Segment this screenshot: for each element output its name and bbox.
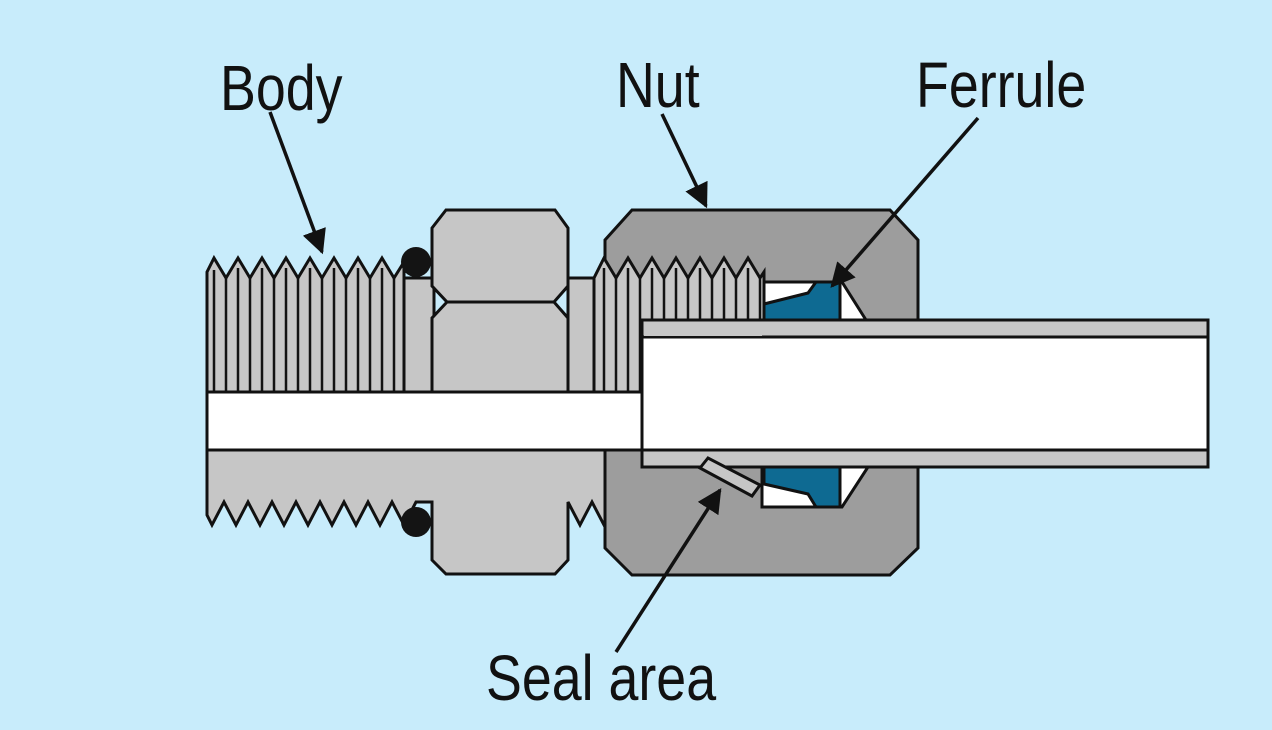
body-leader-arrow <box>268 111 326 255</box>
body-hex-top <box>430 208 570 304</box>
label-nut: Nut <box>616 49 700 122</box>
label-body: Body <box>220 52 343 125</box>
o-ring <box>401 247 431 537</box>
body-collar-left <box>402 276 436 394</box>
ferrule-leader-arrow <box>830 116 980 288</box>
body-left-thread <box>205 254 406 394</box>
seal-area-mark <box>697 456 763 498</box>
tube-bore <box>640 335 1210 452</box>
label-seal-area: Seal area <box>486 642 716 715</box>
body-hex-bottom <box>430 300 570 394</box>
body-collar-right <box>566 276 596 394</box>
seal-area-leader-arrow <box>614 487 722 653</box>
nut-leader-arrow <box>660 113 708 209</box>
o-ring-upper <box>401 247 431 277</box>
o-ring-lower <box>401 507 431 537</box>
body-bore <box>205 390 649 452</box>
tube <box>640 318 1210 469</box>
label-ferrule: Ferrule <box>916 49 1086 122</box>
